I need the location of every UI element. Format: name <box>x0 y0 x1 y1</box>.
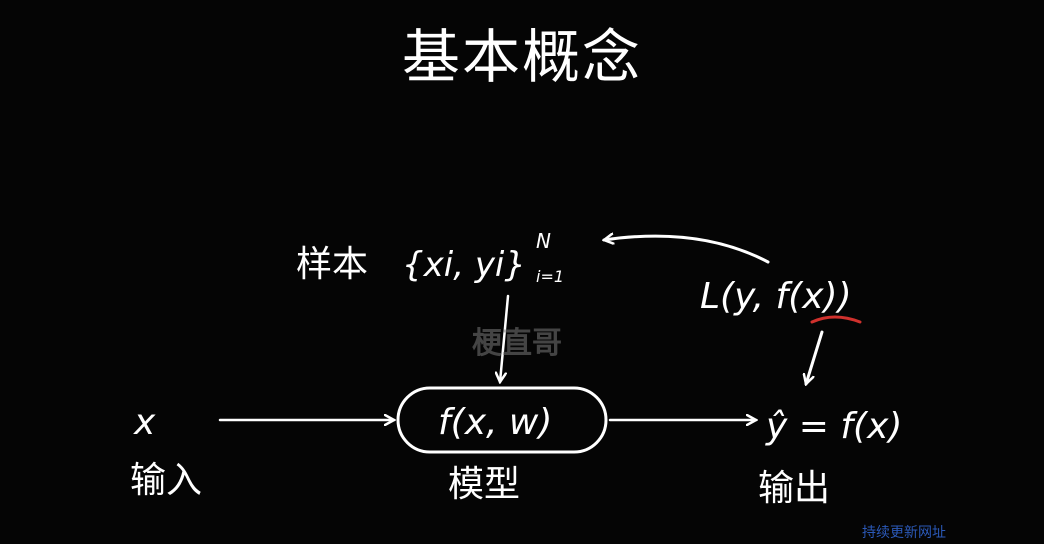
watermark: 梗直哥 <box>472 326 562 361</box>
sample-set: {xi, yi} <box>402 245 526 285</box>
model-capsule <box>396 386 608 454</box>
feedback-arrow <box>604 236 770 264</box>
output-label: 输出 <box>758 468 830 509</box>
model-formula: f(x, w) <box>438 402 552 443</box>
sample-range-bottom: i=1 <box>536 267 564 286</box>
footer-link[interactable]: 持续更新网址 <box>862 525 946 541</box>
sample-label: 样本 <box>296 244 368 285</box>
loss-function: L(y, f(x)) <box>700 276 852 317</box>
loss-highlight-underline <box>810 315 862 324</box>
model-label: 模型 <box>448 464 520 505</box>
sample-to-model-arrow <box>500 294 510 382</box>
output-formula: ŷ = f(x) <box>765 406 902 447</box>
loss-to-output-arrow <box>806 330 824 384</box>
input-symbol: x <box>133 402 156 443</box>
page-title: 基本概念 <box>401 23 642 91</box>
input-label: 输入 <box>130 460 202 501</box>
sample-range-top: N <box>536 229 551 253</box>
